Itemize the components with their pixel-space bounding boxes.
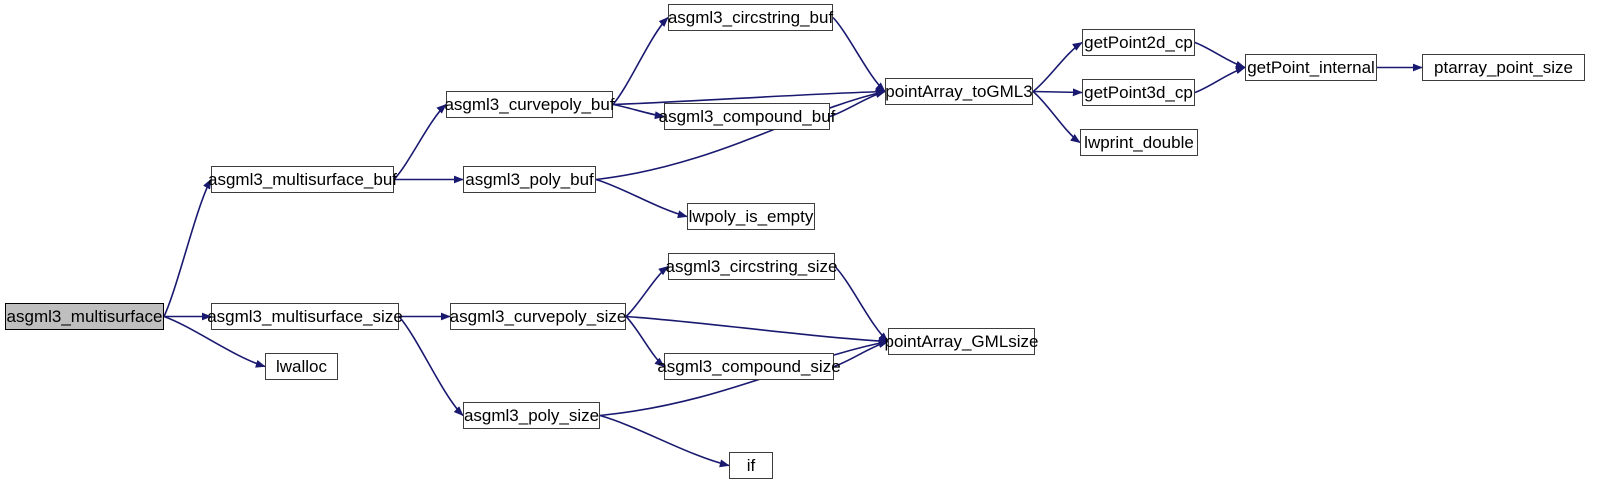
graph-node-label: ptarray_point_size (1434, 58, 1573, 77)
graph-node-label: pointArray_GMLsize (884, 332, 1039, 351)
graph-node-label: asgml3_multisurface_size (207, 307, 403, 326)
graph-node-asgml3_multisurface_size[interactable]: asgml3_multisurface_size (207, 303, 403, 330)
graph-edge-getPoint3d_cp--getPoint_internal (1194, 66, 1246, 94)
graph-edge-asgml3_curvepoly_size--asgml3_compound_size (625, 315, 665, 368)
graph-node-getPoint2d_cp[interactable]: getPoint2d_cp (1082, 29, 1195, 56)
graph-node-label: asgml3_multisurface_buf (208, 170, 397, 189)
graph-node-asgml3_multisurface[interactable]: asgml3_multisurface (5, 303, 164, 330)
graph-edge-asgml3_compound_buf--pointArray_toGML3 (829, 90, 886, 118)
graph-node-getPoint3d_cp[interactable]: getPoint3d_cp (1082, 79, 1195, 106)
graph-edge-asgml3_curvepoly_buf--asgml3_circstring_buf (612, 16, 669, 106)
graph-node-label: lwprint_double (1084, 133, 1194, 152)
graph-edge-getPoint2d_cp--getPoint_internal (1194, 41, 1246, 69)
graph-node-label: asgml3_circstring_size (665, 257, 838, 276)
graph-node-label: asgml3_circstring_buf (667, 8, 834, 27)
graph-edge-asgml3_multisurface--asgml3_multisurface_buf (163, 178, 212, 317)
graph-node-lwprint_double[interactable]: lwprint_double (1080, 129, 1198, 156)
graph-edge-asgml3_circstring_size--pointArray_GMLsize (834, 265, 889, 343)
graph-node-label: asgml3_multisurface (6, 307, 163, 326)
graph-edge-asgml3_curvepoly_size--asgml3_circstring_size (625, 265, 669, 318)
graph-edge-asgml3_poly_size--pointArray_GMLsize (599, 339, 889, 417)
graph-node-pointArray_toGML3[interactable]: pointArray_toGML3 (885, 78, 1033, 105)
graph-edge-asgml3_curvepoly_size--pointArray_GMLsize (625, 315, 889, 345)
graph-edge-asgml3_circstring_buf--pointArray_toGML3 (832, 16, 886, 93)
graph-edge-asgml3_multisurface--lwalloc (163, 315, 266, 368)
graph-edge-pointArray_toGML3--getPoint2d_cp (1032, 41, 1083, 93)
graph-edge-asgml3_curvepoly_buf--asgml3_compound_buf (612, 103, 665, 120)
graph-node-label: getPoint3d_cp (1084, 83, 1193, 102)
graph-edge-asgml3_multisurface_size--asgml3_poly_size (398, 315, 464, 417)
graph-edge-asgml3_curvepoly_buf--pointArray_toGML3 (612, 87, 886, 106)
graph-node-label: asgml3_compound_buf (658, 107, 836, 126)
graph-node-getPoint_internal[interactable]: getPoint_internal (1245, 54, 1377, 81)
graph-node-asgml3_multisurface_buf[interactable]: asgml3_multisurface_buf (208, 166, 397, 193)
graph-node-asgml3_circstring_size[interactable]: asgml3_circstring_size (665, 253, 838, 280)
graph-node-asgml3_curvepoly_size[interactable]: asgml3_curvepoly_size (450, 303, 626, 330)
graph-edge-asgml3_compound_size--pointArray_GMLsize (833, 340, 889, 368)
graph-edge-pointArray_toGML3--getPoint3d_cp (1032, 88, 1083, 97)
graph-node-lwalloc[interactable]: lwalloc (265, 353, 338, 380)
graph-edge-asgml3_poly_buf--pointArray_toGML3 (595, 89, 886, 181)
graph-edge-asgml3_multisurface_buf--asgml3_curvepoly_buf (393, 103, 447, 181)
graph-node-asgml3_curvepoly_buf[interactable]: asgml3_curvepoly_buf (444, 91, 615, 118)
graph-edge-asgml3_poly_buf--lwpoly_is_empty (595, 178, 688, 219)
graph-node-asgml3_poly_size[interactable]: asgml3_poly_size (463, 402, 600, 429)
graph-edge-asgml3_poly_size--if (599, 414, 730, 468)
graph-node-label: if (746, 456, 756, 475)
graph-node-lwpoly_is_empty[interactable]: lwpoly_is_empty (687, 203, 815, 230)
graph-node-asgml3_poly_buf[interactable]: asgml3_poly_buf (463, 166, 596, 193)
graph-node-label: lwalloc (275, 357, 328, 376)
graph-node-label: lwpoly_is_empty (688, 207, 814, 226)
graph-node-asgml3_circstring_buf[interactable]: asgml3_circstring_buf (668, 4, 833, 31)
graph-node-label: getPoint2d_cp (1084, 33, 1193, 52)
graph-node-label: asgml3_curvepoly_buf (444, 95, 615, 114)
graph-node-label: asgml3_curvepoly_size (449, 307, 627, 326)
graph-node-if[interactable]: if (729, 452, 773, 479)
graph-node-label: asgml3_poly_buf (465, 170, 594, 189)
graph-node-ptarray_point_size[interactable]: ptarray_point_size (1422, 54, 1585, 81)
graph-node-label: asgml3_compound_size (657, 357, 841, 376)
graph-edge-pointArray_toGML3--lwprint_double (1032, 90, 1081, 144)
graph-node-label: asgml3_poly_size (463, 406, 600, 425)
graph-node-label: pointArray_toGML3 (885, 82, 1033, 101)
graph-node-asgml3_compound_buf[interactable]: asgml3_compound_buf (659, 103, 835, 130)
graph-node-label: getPoint_internal (1247, 58, 1375, 77)
graph-node-asgml3_compound_size[interactable]: asgml3_compound_size (657, 353, 841, 380)
graph-node-pointArray_GMLsize[interactable]: pointArray_GMLsize (885, 328, 1039, 355)
